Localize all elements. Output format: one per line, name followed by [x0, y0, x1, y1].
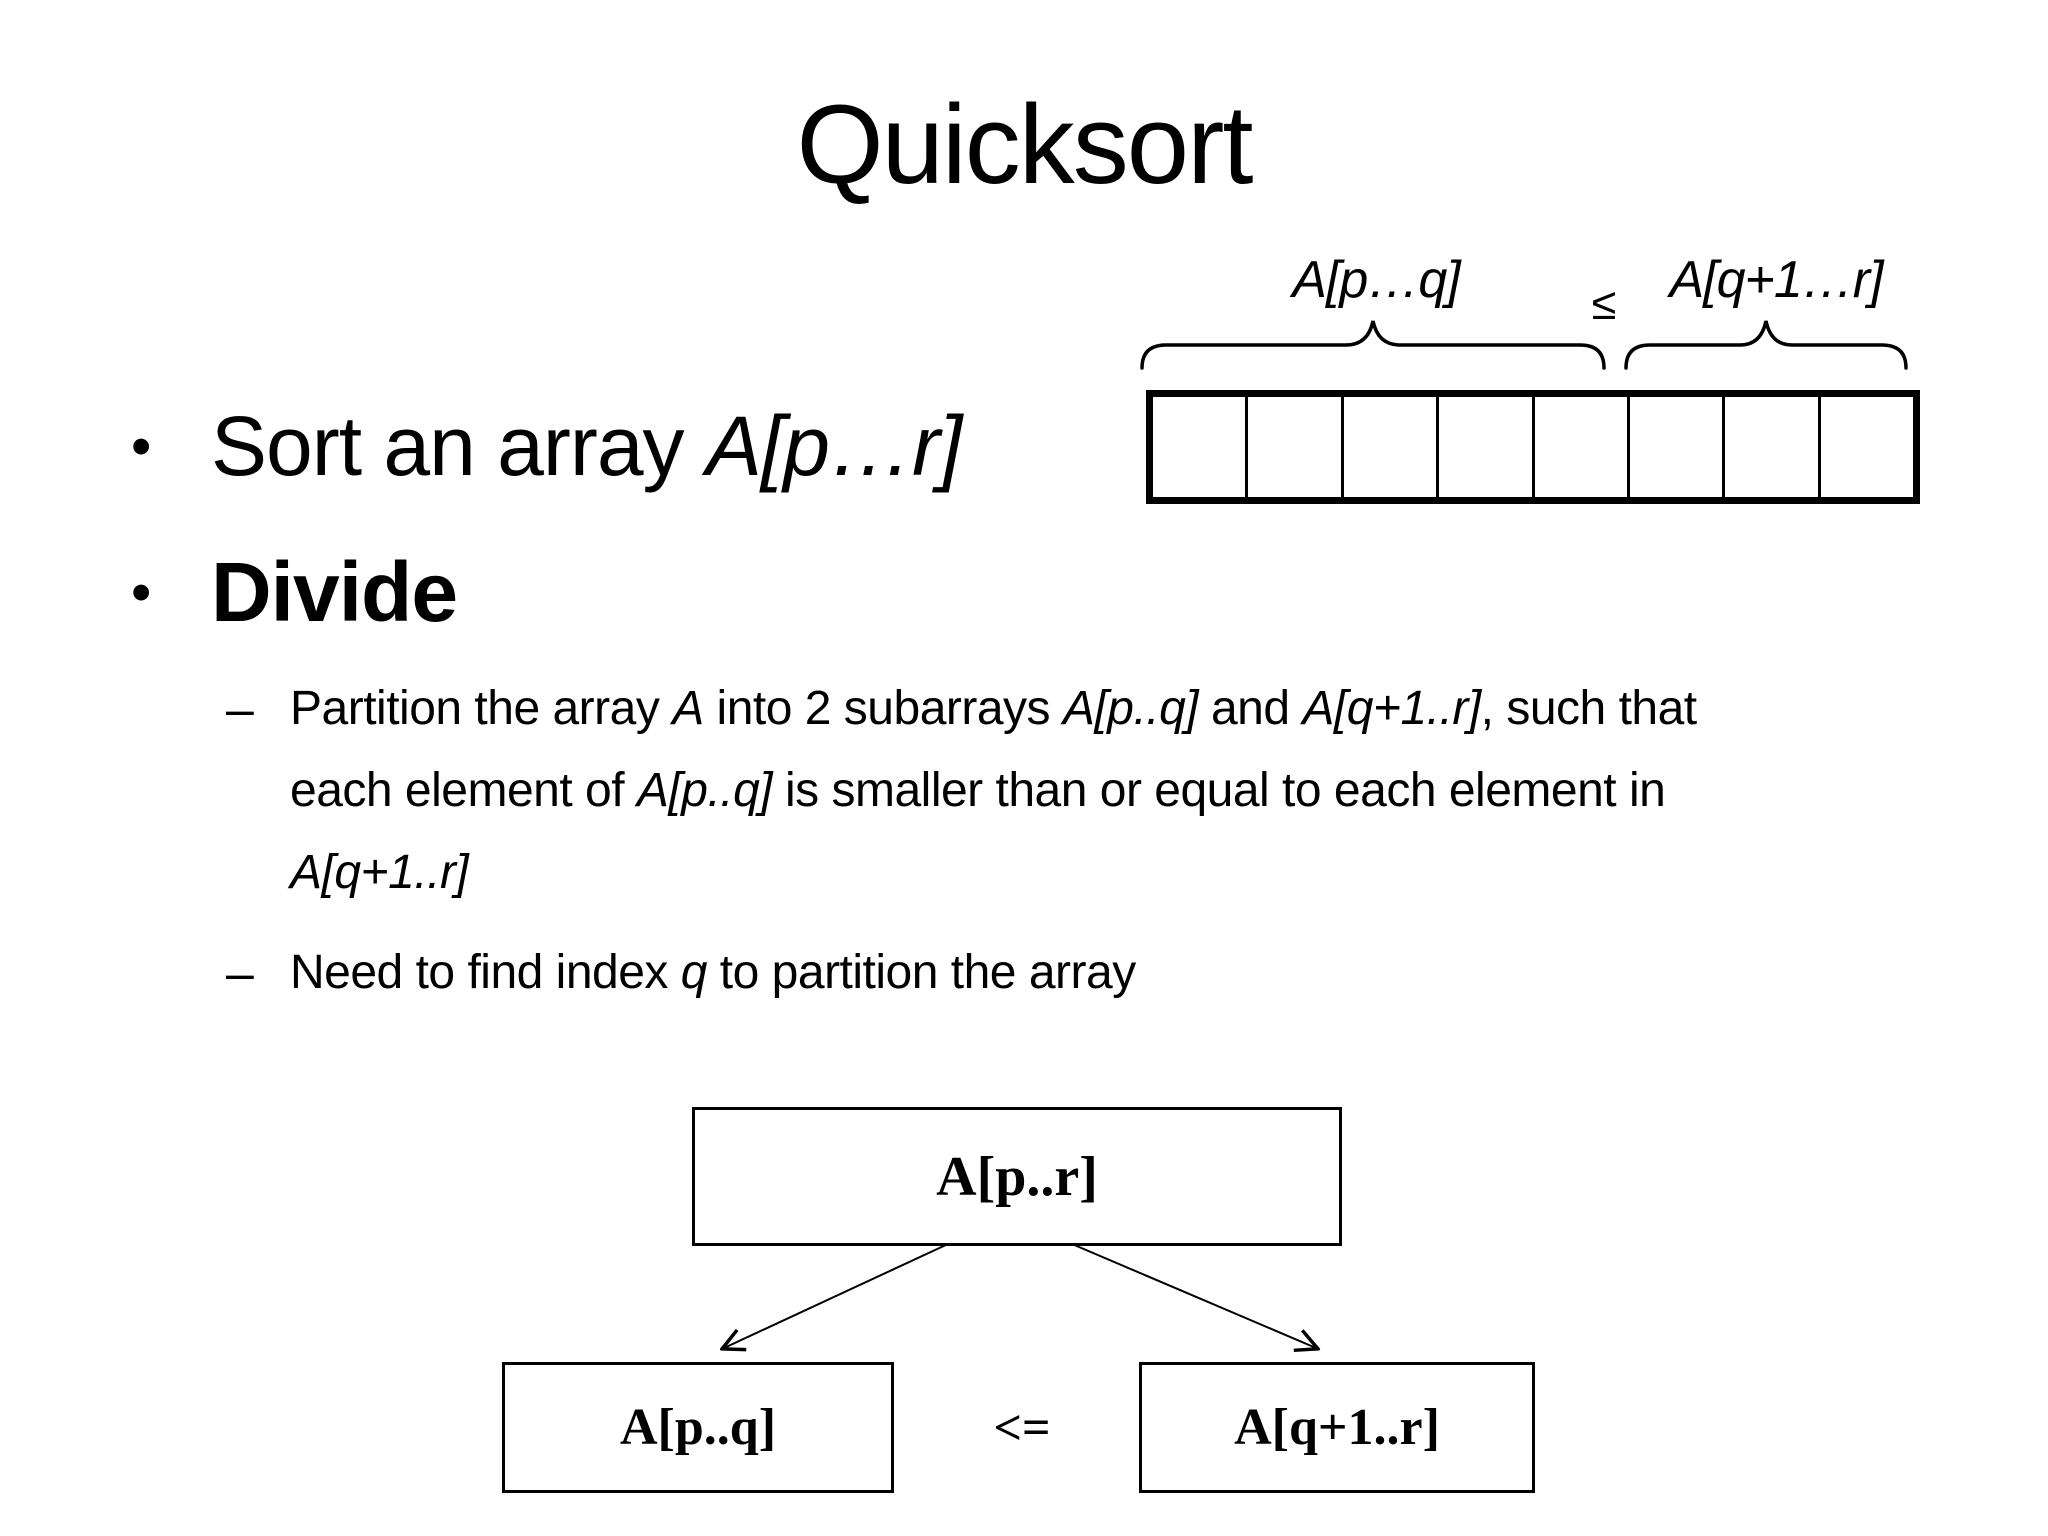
partition-line-2: each element of A[p..q] is smaller than …: [290, 750, 1986, 832]
tree-root-box: A[p..r]: [692, 1107, 1342, 1246]
math-text: A[q+1..r]: [290, 846, 469, 899]
math-text: q: [680, 946, 708, 999]
tree-left-child-label: A[p..q]: [619, 1399, 777, 1456]
dash-icon: –: [226, 945, 254, 1001]
sort-math-text: A[p…r]: [705, 399, 962, 493]
page-title: Quicksort: [796, 82, 1254, 207]
array-cell: [1248, 397, 1344, 497]
math-text: A[p..q]: [636, 764, 773, 817]
arrow-to-left-child-icon: [724, 1243, 949, 1348]
plain-text: to partition the array: [706, 946, 1136, 999]
array-right-range-text: A[q+1…r]: [1669, 251, 1883, 309]
less-equal-symbol: ≤: [1591, 278, 1617, 329]
bullet-sort-array: • Sort an array A[p…r]: [131, 398, 962, 495]
plain-text: into 2 subarrays: [703, 682, 1063, 735]
array-cell: [1153, 397, 1249, 497]
find-index-line: Need to find index q to partition the ar…: [290, 932, 1986, 1014]
bullet-divide: • Divide: [131, 544, 458, 641]
array-cell: [1821, 397, 1913, 497]
array-cell: [1535, 397, 1630, 497]
array-left-range-text: A[p…q]: [1292, 251, 1460, 309]
array-left-range-label: A[p…q]: [1292, 250, 1460, 310]
tree-arrows: [600, 1243, 1450, 1364]
bullet-icon: •: [131, 413, 151, 479]
sub-bullet-partition-lines: Partition the array A into 2 subarrays A…: [290, 668, 1986, 914]
partition-line-1: Partition the array A into 2 subarrays A…: [290, 668, 1986, 750]
less-equal-ascii-symbol: <=: [993, 1399, 1051, 1455]
array-cell: [1725, 397, 1821, 497]
divide-sub-bullets: – Partition the array A into 2 subarrays…: [226, 668, 1986, 1014]
sub-bullet-find-index-lines: Need to find index q to partition the ar…: [290, 932, 1986, 1014]
arrow-to-right-child-icon: [1071, 1243, 1316, 1348]
left-overbrace-icon: [1140, 320, 1606, 370]
plain-text: Partition the array: [290, 682, 673, 735]
partition-line-3: A[q+1..r]: [290, 832, 1986, 914]
math-text: A[p..q]: [1062, 682, 1199, 735]
plain-text: , such that: [1480, 682, 1697, 735]
sort-prefix-text: Sort an array: [211, 399, 706, 493]
tree-right-child-box: A[q+1..r]: [1139, 1362, 1535, 1493]
divide-heading: Divide: [211, 545, 458, 639]
sub-bullet-partition: – Partition the array A into 2 subarrays…: [226, 668, 1986, 914]
bullet-sort-text: Sort an array A[p…r]: [211, 398, 962, 495]
array-cell: [1344, 397, 1440, 497]
right-overbrace-icon: [1624, 320, 1908, 370]
tree-left-child-box: A[p..q]: [502, 1362, 894, 1493]
tree-root-label: A[p..r]: [936, 1145, 1098, 1208]
plain-text: each element of: [290, 764, 637, 817]
sub-bullet-find-index: – Need to find index q to partition the …: [226, 932, 1986, 1014]
plain-text: is smaller than or equal to each element…: [772, 764, 1666, 817]
plain-text: and: [1198, 682, 1303, 735]
dash-icon: –: [226, 681, 254, 737]
array-cell: [1439, 397, 1535, 497]
math-text: A: [672, 682, 704, 735]
bullet-icon: •: [131, 559, 151, 625]
array-cells: [1146, 390, 1920, 504]
array-cell: [1630, 397, 1726, 497]
array-right-range-label: A[q+1…r]: [1669, 250, 1883, 310]
overbraces: [1140, 320, 1908, 370]
tree-right-child-label: A[q+1..r]: [1234, 1399, 1440, 1456]
plain-text: Need to find index: [290, 946, 681, 999]
math-text: A[q+1..r]: [1302, 682, 1481, 735]
